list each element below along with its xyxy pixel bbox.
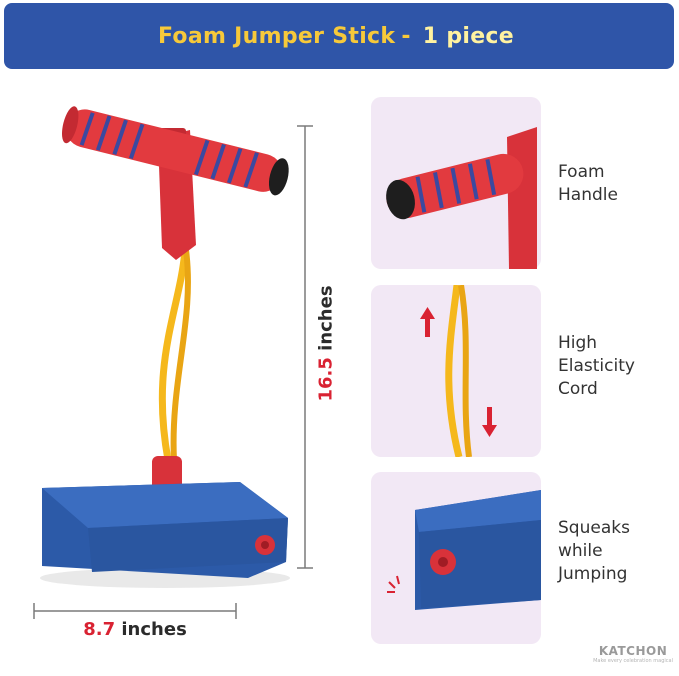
callout-foam-handle: Foam Handle [558, 161, 618, 207]
arrow-down-icon [482, 407, 497, 437]
cord-closeup [420, 285, 497, 457]
brand-tagline: Make every celebration magical [593, 658, 673, 664]
callout-squeak: Squeaks while Jumping [558, 517, 630, 586]
callout-elastic-cord: High Elasticity Cord [558, 332, 635, 401]
callout-1-line1: Foam [558, 162, 605, 182]
brand-name: KATCHON [598, 644, 668, 658]
callout-3-line2: while [558, 541, 603, 561]
callout-3-line3: Jumping [558, 564, 628, 584]
title-highlight: 1 piece [416, 23, 521, 49]
panel-foam-handle [371, 97, 541, 269]
arrow-up-icon [420, 307, 435, 337]
title-highlight-text: 1 piece [422, 23, 514, 49]
width-value: 8.7 [83, 619, 116, 640]
cord-left [158, 246, 189, 464]
width-unit: inches [121, 619, 187, 640]
base-closeup [387, 490, 541, 610]
title-banner: Foam Jumper Stick - 1 piece [4, 3, 674, 69]
foam-base-top [42, 482, 288, 528]
title-separator: - [401, 23, 411, 49]
callout-2-line1: High [558, 333, 598, 353]
height-label: 16.5 inches [316, 264, 337, 424]
width-label: 8.7 inches [35, 619, 235, 640]
foam-handle [62, 106, 289, 196]
foam-base-front [88, 518, 288, 572]
title-text: Foam Jumper Stick - 1 piece [4, 3, 674, 69]
panel-squeak-base [371, 472, 541, 644]
height-unit: inches [315, 285, 337, 351]
callout-2-line3: Cord [558, 379, 598, 399]
handle-closeup [386, 127, 537, 269]
callout-3-line1: Squeaks [558, 518, 630, 538]
product-illustration [33, 106, 313, 619]
callout-1-line2: Handle [558, 185, 618, 205]
brand-logo: KATCHON Make every celebration magical [593, 644, 673, 664]
sound-wave-icon [387, 575, 400, 593]
title-main: Foam Jumper Stick [158, 23, 396, 49]
cord-right [170, 247, 191, 463]
callout-2-line2: Elasticity [558, 356, 635, 376]
height-value: 16.5 [315, 357, 337, 402]
panel-elastic-cord [371, 285, 541, 457]
